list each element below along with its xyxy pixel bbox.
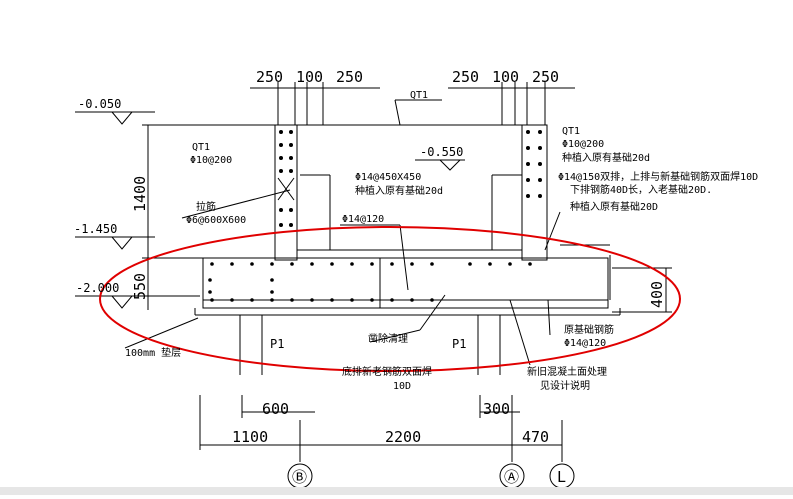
axis-a-label: Ⓐ bbox=[504, 468, 519, 486]
dim-vertical-1400: 1400 bbox=[131, 176, 149, 212]
dim-vertical-400: 400 bbox=[648, 281, 666, 308]
label-col-note: 种植入原有基础20d bbox=[355, 184, 443, 197]
label-double-row-1: Φ14@150双排，上排与新基础钢筋双面焊10D bbox=[558, 170, 758, 183]
label-qt1-left: QT1 bbox=[192, 142, 210, 153]
dim-top-left-2: 100 bbox=[296, 68, 323, 86]
level-minus-0050: -0.050 bbox=[78, 97, 121, 111]
level-minus-0550: -0.550 bbox=[420, 145, 463, 159]
label-qt1-left-rebar: Φ10@200 bbox=[190, 155, 232, 166]
dim-top-right-1: 250 bbox=[452, 68, 479, 86]
label-plant-note: 种植入原有基础20D bbox=[570, 200, 658, 213]
label-bottom-weld-2: 10D bbox=[393, 381, 411, 392]
highlight-ellipse bbox=[99, 226, 681, 372]
label-p1-right: P1 bbox=[452, 337, 466, 351]
dim-bottom-2200: 2200 bbox=[385, 428, 421, 446]
dim-top-right-2: 100 bbox=[492, 68, 519, 86]
label-orig-rebar-1: 原基础钢筋 bbox=[564, 323, 614, 336]
label-interface-1: 新旧混凝土面处理 bbox=[527, 365, 607, 378]
axis-l-label: L bbox=[557, 468, 566, 486]
level-minus-2000: -2.000 bbox=[76, 281, 119, 295]
label-tie: 拉筋 bbox=[196, 200, 216, 213]
rebar-dots bbox=[208, 130, 542, 302]
label-double-row-2: 下排钢筋40D长，入老基础20D. bbox=[570, 183, 712, 196]
label-p1-left: P1 bbox=[270, 337, 284, 351]
label-slab-rebar: Φ14@120 bbox=[342, 214, 384, 225]
label-clean: 凿除清理 bbox=[368, 332, 408, 345]
dim-top-left-3: 250 bbox=[336, 68, 363, 86]
label-qt1-right-rebar: Φ10@200 bbox=[562, 139, 604, 150]
label-qt1-right: QT1 bbox=[562, 126, 580, 137]
label-bottom-weld-1: 底排新老钢筋双面焊 bbox=[342, 365, 432, 378]
level-minus-1450: -1.450 bbox=[74, 222, 117, 236]
dim-top-right-3: 250 bbox=[532, 68, 559, 86]
label-orig-rebar-2: Φ14@120 bbox=[564, 338, 606, 349]
bottom-scroll-bar[interactable] bbox=[0, 487, 793, 495]
label-qt1-right-note: 种植入原有基础20d bbox=[562, 151, 650, 164]
dim-bottom-300: 300 bbox=[483, 400, 510, 418]
dim-bottom-470: 470 bbox=[522, 428, 549, 446]
axis-markers bbox=[287, 463, 575, 489]
dim-bottom-1100: 1100 bbox=[232, 428, 268, 446]
dim-top-left-1: 250 bbox=[256, 68, 283, 86]
axis-b-label: Ⓑ bbox=[292, 468, 307, 486]
dim-vertical-550: 550 bbox=[131, 273, 149, 300]
dim-bottom-600: 600 bbox=[262, 400, 289, 418]
label-interface-2: 见设计说明 bbox=[540, 379, 590, 392]
label-qt1-top: QT1 bbox=[410, 90, 428, 101]
label-col-rebar: Φ14@450X450 bbox=[355, 172, 421, 183]
linework bbox=[75, 82, 672, 462]
label-cushion: 100mm 垫层 bbox=[125, 346, 181, 359]
label-tie-rebar: Φ6@600X600 bbox=[186, 215, 246, 226]
